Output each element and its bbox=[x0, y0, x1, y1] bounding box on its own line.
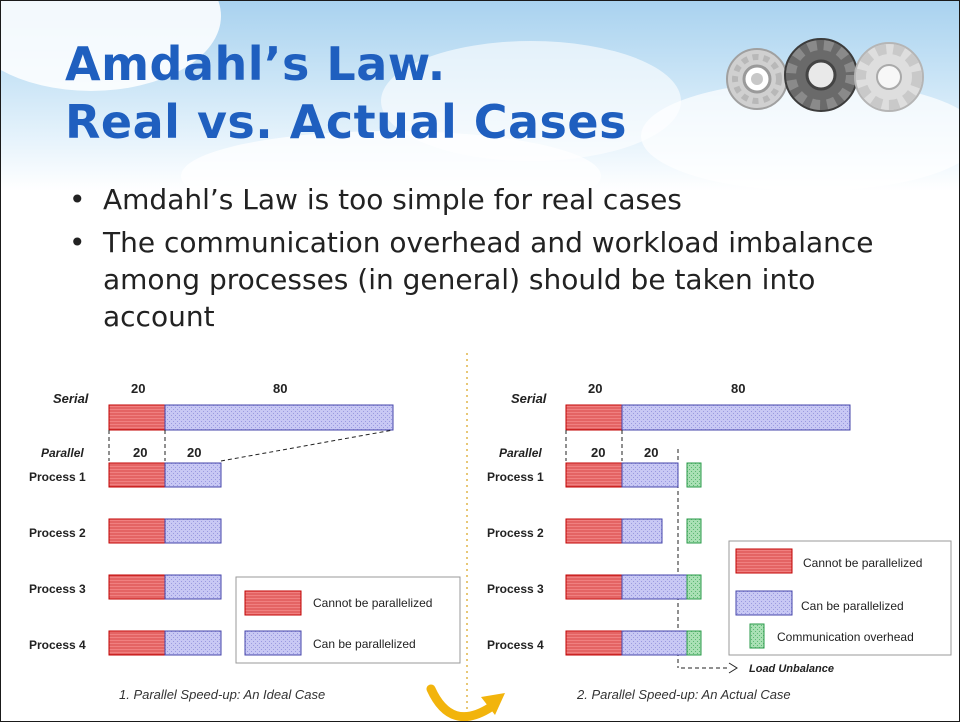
process-3-bar-cannot bbox=[108, 574, 166, 600]
parallel-label: Parallel bbox=[41, 446, 84, 460]
bullet-item: • Amdahl’s Law is too simple for real cas… bbox=[63, 181, 923, 218]
process-label: Process 4 bbox=[29, 638, 86, 652]
process-label: Process 1 bbox=[487, 470, 544, 484]
serial-bar-cannot bbox=[565, 404, 623, 431]
legend-swatch-cannot bbox=[244, 590, 302, 616]
bullet-text: The communication overhead and workload … bbox=[103, 226, 874, 333]
load-unbalance-label: Load Unbalance bbox=[749, 663, 834, 675]
process-3-bar-can bbox=[621, 574, 688, 600]
legend: Cannot be parallelized Can be paralleliz… bbox=[235, 576, 461, 664]
load-unbalance-arrow bbox=[681, 662, 738, 674]
process-4-bar-cannot bbox=[108, 630, 166, 656]
guide-line bbox=[220, 429, 394, 462]
process-1-bar-cannot bbox=[108, 462, 166, 488]
process-2-bar-can bbox=[621, 518, 663, 544]
serial-label: Serial bbox=[511, 391, 547, 406]
process-label: Process 3 bbox=[29, 582, 86, 596]
process-1-bar-cannot bbox=[565, 462, 623, 488]
process-4-bar-cannot bbox=[565, 630, 623, 656]
cloud bbox=[181, 131, 601, 221]
value-label-serial-80: 80 bbox=[273, 381, 287, 396]
curved-arrow-icon bbox=[426, 684, 505, 721]
process-3-bar-cannot bbox=[565, 574, 623, 600]
title-line-2: Real vs. Actual Cases bbox=[65, 95, 627, 149]
legend-swatch-comm bbox=[749, 623, 765, 649]
value-label-serial-20: 20 bbox=[131, 381, 145, 396]
process-label: Process 1 bbox=[29, 470, 86, 484]
gears-graphic bbox=[726, 38, 924, 112]
serial-bar-can bbox=[164, 404, 394, 431]
serial-bar-can bbox=[621, 404, 851, 431]
process-2-bar-cannot bbox=[108, 518, 166, 544]
gear-icon bbox=[726, 48, 788, 110]
process-2-bar-cannot bbox=[565, 518, 623, 544]
speedup-diagrams: 20 80 Serial Parallel 20 20 Process 1 Pr… bbox=[29, 353, 952, 721]
legend: Cannot be parallelized Can be paralleliz… bbox=[728, 540, 952, 656]
bullet-text: Amdahl’s Law is too simple for real case… bbox=[103, 183, 682, 216]
process-3-bar-comm bbox=[686, 574, 702, 600]
bullet-dot: • bbox=[69, 183, 86, 216]
legend-label-cannot: Cannot be parallelized bbox=[803, 556, 922, 570]
serial-bar-cannot bbox=[108, 404, 166, 431]
title-line-1: Amdahl’s Law. bbox=[65, 37, 446, 91]
actual-case-diagram: 20 80 Serial Parallel 20 20 Process 1 Pr… bbox=[487, 381, 952, 702]
gear-icon bbox=[784, 38, 858, 112]
legend-label-cannot: Cannot be parallelized bbox=[313, 596, 432, 610]
process-4-bar-comm bbox=[686, 630, 702, 656]
bullet-dot: • bbox=[69, 226, 86, 259]
legend-swatch-can bbox=[244, 630, 302, 656]
value-label-parallel-20b: 20 bbox=[187, 445, 201, 460]
process-label: Process 4 bbox=[487, 638, 544, 652]
caption-actual: 2. Parallel Speed-up: An Actual Case bbox=[576, 687, 791, 702]
process-3-bar-can bbox=[164, 574, 222, 600]
page-title: Amdahl’s Law. Real vs. Actual Cases bbox=[65, 35, 627, 151]
serial-label: Serial bbox=[53, 391, 89, 406]
legend-swatch-cannot bbox=[735, 548, 793, 574]
process-1-bar-can bbox=[621, 462, 679, 488]
process-1-bar-can bbox=[164, 462, 222, 488]
ideal-case-diagram: 20 80 Serial Parallel 20 20 Process 1 Pr… bbox=[29, 381, 461, 702]
value-label-serial-20: 20 bbox=[588, 381, 602, 396]
caption-ideal: 1. Parallel Speed-up: An Ideal Case bbox=[119, 687, 325, 702]
value-label-parallel-20b: 20 bbox=[644, 445, 658, 460]
process-2-bar-comm bbox=[686, 518, 702, 544]
process-label: Process 2 bbox=[29, 526, 86, 540]
process-label: Process 3 bbox=[487, 582, 544, 596]
value-label-parallel-20a: 20 bbox=[133, 445, 147, 460]
process-1-bar-comm bbox=[686, 462, 702, 488]
process-4-bar-can bbox=[164, 630, 222, 656]
process-2-bar-can bbox=[164, 518, 222, 544]
legend-label-comm: Communication overhead bbox=[777, 630, 914, 644]
bullet-item: • The communication overhead and workload… bbox=[63, 224, 923, 335]
value-label-serial-80: 80 bbox=[731, 381, 745, 396]
process-4-bar-can bbox=[621, 630, 688, 656]
bullet-list: • Amdahl’s Law is too simple for real cas… bbox=[63, 181, 923, 341]
process-label: Process 2 bbox=[487, 526, 544, 540]
legend-label-can: Can be parallelized bbox=[801, 599, 904, 613]
legend-swatch-can bbox=[735, 590, 793, 616]
legend-label-can: Can be parallelized bbox=[313, 637, 416, 651]
gear-icon bbox=[854, 42, 924, 112]
value-label-parallel-20a: 20 bbox=[591, 445, 605, 460]
parallel-label: Parallel bbox=[499, 446, 542, 460]
